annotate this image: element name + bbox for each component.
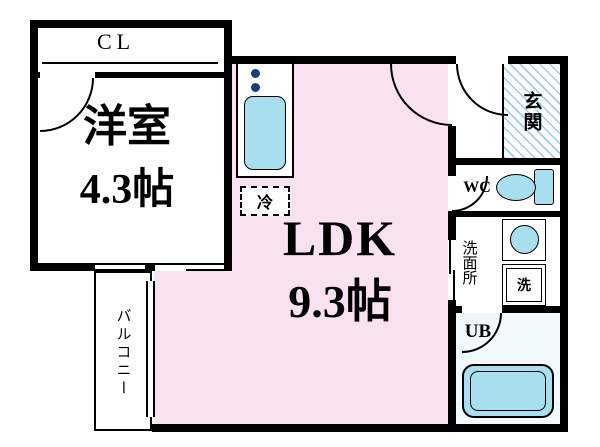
refrigerator-label: 冷	[256, 195, 273, 212]
ldk-floor-extension	[154, 271, 232, 424]
balcony-outline	[94, 271, 152, 431]
wall	[30, 20, 232, 28]
room-label-washroom: 洗面所	[460, 239, 477, 285]
wall	[448, 126, 456, 176]
wall	[448, 212, 456, 240]
toilet-tank	[534, 169, 554, 205]
sliding-door-icon	[453, 270, 455, 300]
wall	[448, 300, 456, 424]
kitchen-sink-icon	[244, 96, 286, 170]
bathtub-inner	[470, 371, 546, 411]
room-label-unit-bath: UB	[464, 321, 492, 342]
wall	[448, 306, 462, 313]
window-icon	[146, 281, 155, 417]
room-label-western-room: 洋室	[83, 102, 171, 151]
room-size-ldk: 9.3帖	[288, 276, 392, 327]
closet-door-line	[42, 62, 218, 64]
wall	[224, 20, 232, 271]
refrigerator-box: 冷	[240, 186, 290, 216]
wall	[30, 72, 40, 78]
wall	[95, 72, 232, 78]
sliding-door-icon	[155, 263, 232, 265]
room-label-balcony: バルコニー	[114, 308, 131, 398]
entrance-pad	[502, 64, 560, 158]
stove-burner-icon	[251, 83, 260, 92]
toilet-icon	[496, 174, 536, 201]
wall	[224, 56, 456, 64]
sliding-door-icon	[186, 269, 232, 271]
washing-machine-inner: 洗	[506, 268, 542, 302]
wall	[152, 424, 568, 432]
room-label-ldk: LDK	[282, 210, 398, 266]
wall	[502, 306, 560, 313]
wall	[30, 263, 155, 271]
room-label-closet: CL	[96, 29, 136, 54]
washbasin-bowl	[510, 225, 539, 254]
wall	[30, 20, 38, 271]
washing-machine-label: 洗	[517, 279, 531, 294]
wall	[448, 158, 560, 165]
sliding-door-icon	[449, 240, 451, 274]
room-size-western-room: 4.3帖	[79, 167, 175, 213]
window-icon	[95, 263, 145, 271]
room-label-entrance: 玄関	[520, 91, 542, 133]
wall	[508, 56, 568, 64]
wall	[560, 56, 568, 432]
wall	[448, 211, 560, 217]
room-label-wc: WC	[463, 179, 491, 196]
front-door-arc	[456, 64, 508, 116]
stove-burner-icon	[251, 69, 260, 78]
washing-machine-icon: 洗	[502, 264, 546, 306]
